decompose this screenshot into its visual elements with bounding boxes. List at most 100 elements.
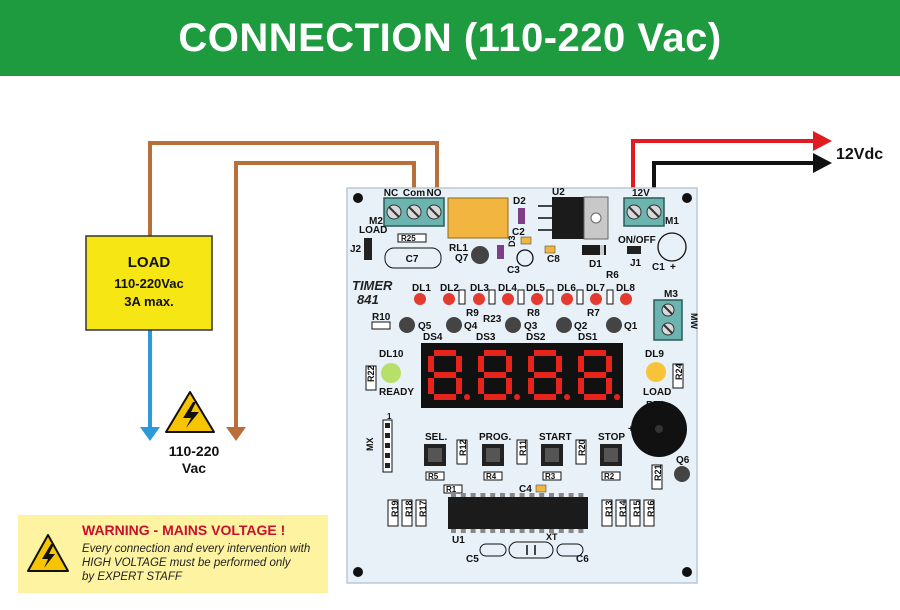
c2-label: C2 <box>512 227 525 238</box>
digit-segment <box>434 350 456 356</box>
dl3-led <box>473 293 485 305</box>
r6-label: R6 <box>606 270 619 281</box>
chip-pin <box>490 493 496 497</box>
dl1-led <box>414 293 426 305</box>
xt-label: XT <box>546 532 558 542</box>
chip-pin <box>509 529 515 533</box>
chip-pin <box>549 529 554 533</box>
digit-segment <box>578 356 584 372</box>
dl6-label: DL6 <box>557 283 576 294</box>
mains-label-line1: 110-220 <box>169 443 220 459</box>
page-title: CONNECTION (110-220 Vac) <box>178 15 722 60</box>
mains-label-line2: Vac <box>182 460 206 476</box>
blue-arrow-icon <box>140 427 160 441</box>
digit-segment <box>534 394 556 400</box>
c4-label: C4 <box>519 484 532 495</box>
r9-label: R9 <box>466 308 479 319</box>
digit-segment <box>584 372 606 378</box>
warning-line-1: Every connection and every intervention … <box>82 543 311 555</box>
digit-segment <box>506 378 512 394</box>
q2-label: Q2 <box>574 321 588 332</box>
terminal-com: Com <box>403 188 425 199</box>
digit-segment <box>434 394 456 400</box>
dl6-led <box>561 293 573 305</box>
digit-segment <box>428 378 434 394</box>
dl7-led <box>590 293 602 305</box>
q4-label: Q4 <box>464 321 478 332</box>
ds2-label: DS2 <box>526 332 546 343</box>
digit-segment <box>478 378 484 394</box>
dl2-led <box>443 293 455 305</box>
digit-segment <box>484 372 506 378</box>
j2-label: J2 <box>350 244 362 255</box>
load-current: 3A max. <box>124 294 173 309</box>
terminal-nc: NC <box>384 188 398 199</box>
start-push-button-icon[interactable] <box>541 444 563 466</box>
q1-label: Q1 <box>624 321 638 332</box>
digit-segment <box>478 356 484 372</box>
warning-box: WARNING - MAINS VOLTAGE ! Every connecti… <box>18 515 328 593</box>
prog-push-button-icon[interactable] <box>482 444 504 466</box>
m3-label: M3 <box>664 289 678 300</box>
chip-pin <box>460 529 466 533</box>
digit-segment <box>456 378 462 394</box>
dl9-label: DL9 <box>645 349 664 360</box>
load-box: LOAD 110-220Vac 3A max. <box>85 235 213 331</box>
brown-wire-mains <box>234 161 416 428</box>
relay <box>447 197 509 239</box>
digit-segment <box>434 372 456 378</box>
r8-label: R8 <box>527 308 540 319</box>
load-voltage: 110-220Vac <box>114 276 183 291</box>
r2-label: R2 <box>604 472 615 481</box>
chip-pin <box>490 529 496 533</box>
chip-pin <box>578 493 584 497</box>
q3-label: Q3 <box>524 321 538 332</box>
r11-label: R11 <box>518 440 528 456</box>
digit-segment <box>584 350 606 356</box>
r24-label: R24 <box>674 363 684 380</box>
q6-transistor <box>674 466 690 482</box>
stop-button-label: STOP <box>598 432 625 443</box>
chip-pin <box>539 493 545 497</box>
terminal-no: NO <box>427 188 442 199</box>
c1-label: C1 <box>652 262 665 273</box>
start-button-label: START <box>539 432 572 443</box>
r15-label: R15 <box>632 500 642 517</box>
stop-push-button-icon[interactable] <box>600 444 622 466</box>
r19-label: R19 <box>390 500 400 517</box>
chip-pin <box>480 529 486 533</box>
digit-segment <box>528 356 534 372</box>
digit-dot <box>514 394 520 400</box>
ready-label: READY <box>379 387 414 398</box>
red-wire <box>631 139 815 205</box>
chip-pin <box>568 493 574 497</box>
warning-line-3: by EXPERT STAFF <box>82 571 182 583</box>
chip-pin <box>558 529 564 533</box>
chip-pin <box>451 493 456 497</box>
sel-push-button-icon[interactable] <box>424 444 446 466</box>
digit-segment <box>584 394 606 400</box>
dl2-label: DL2 <box>440 283 459 294</box>
power-terminal-id: M1 <box>665 216 679 227</box>
board-title-line1: TIMER <box>352 278 393 293</box>
dl8-label: DL8 <box>616 283 635 294</box>
r7-label: R7 <box>587 308 600 319</box>
r18-label: R18 <box>404 500 414 517</box>
chip-pin <box>500 529 505 533</box>
digit-segment <box>428 356 434 372</box>
ds3-label: DS3 <box>476 332 496 343</box>
board-title-line2: 841 <box>357 292 379 307</box>
microcontroller-chip <box>448 497 588 529</box>
digit-segment <box>578 378 584 394</box>
chip-pin <box>519 493 525 497</box>
digit-segment <box>534 350 556 356</box>
r5-label: R5 <box>428 472 439 481</box>
chip-pin <box>549 493 554 497</box>
q1-transistor <box>606 317 622 333</box>
digit-segment <box>456 356 462 372</box>
warning-icon <box>27 534 69 572</box>
r16-label: R16 <box>646 500 656 517</box>
d3-label: D3 <box>507 235 517 247</box>
dl3-label: DL3 <box>470 283 489 294</box>
r21-label: R21 <box>653 464 663 481</box>
